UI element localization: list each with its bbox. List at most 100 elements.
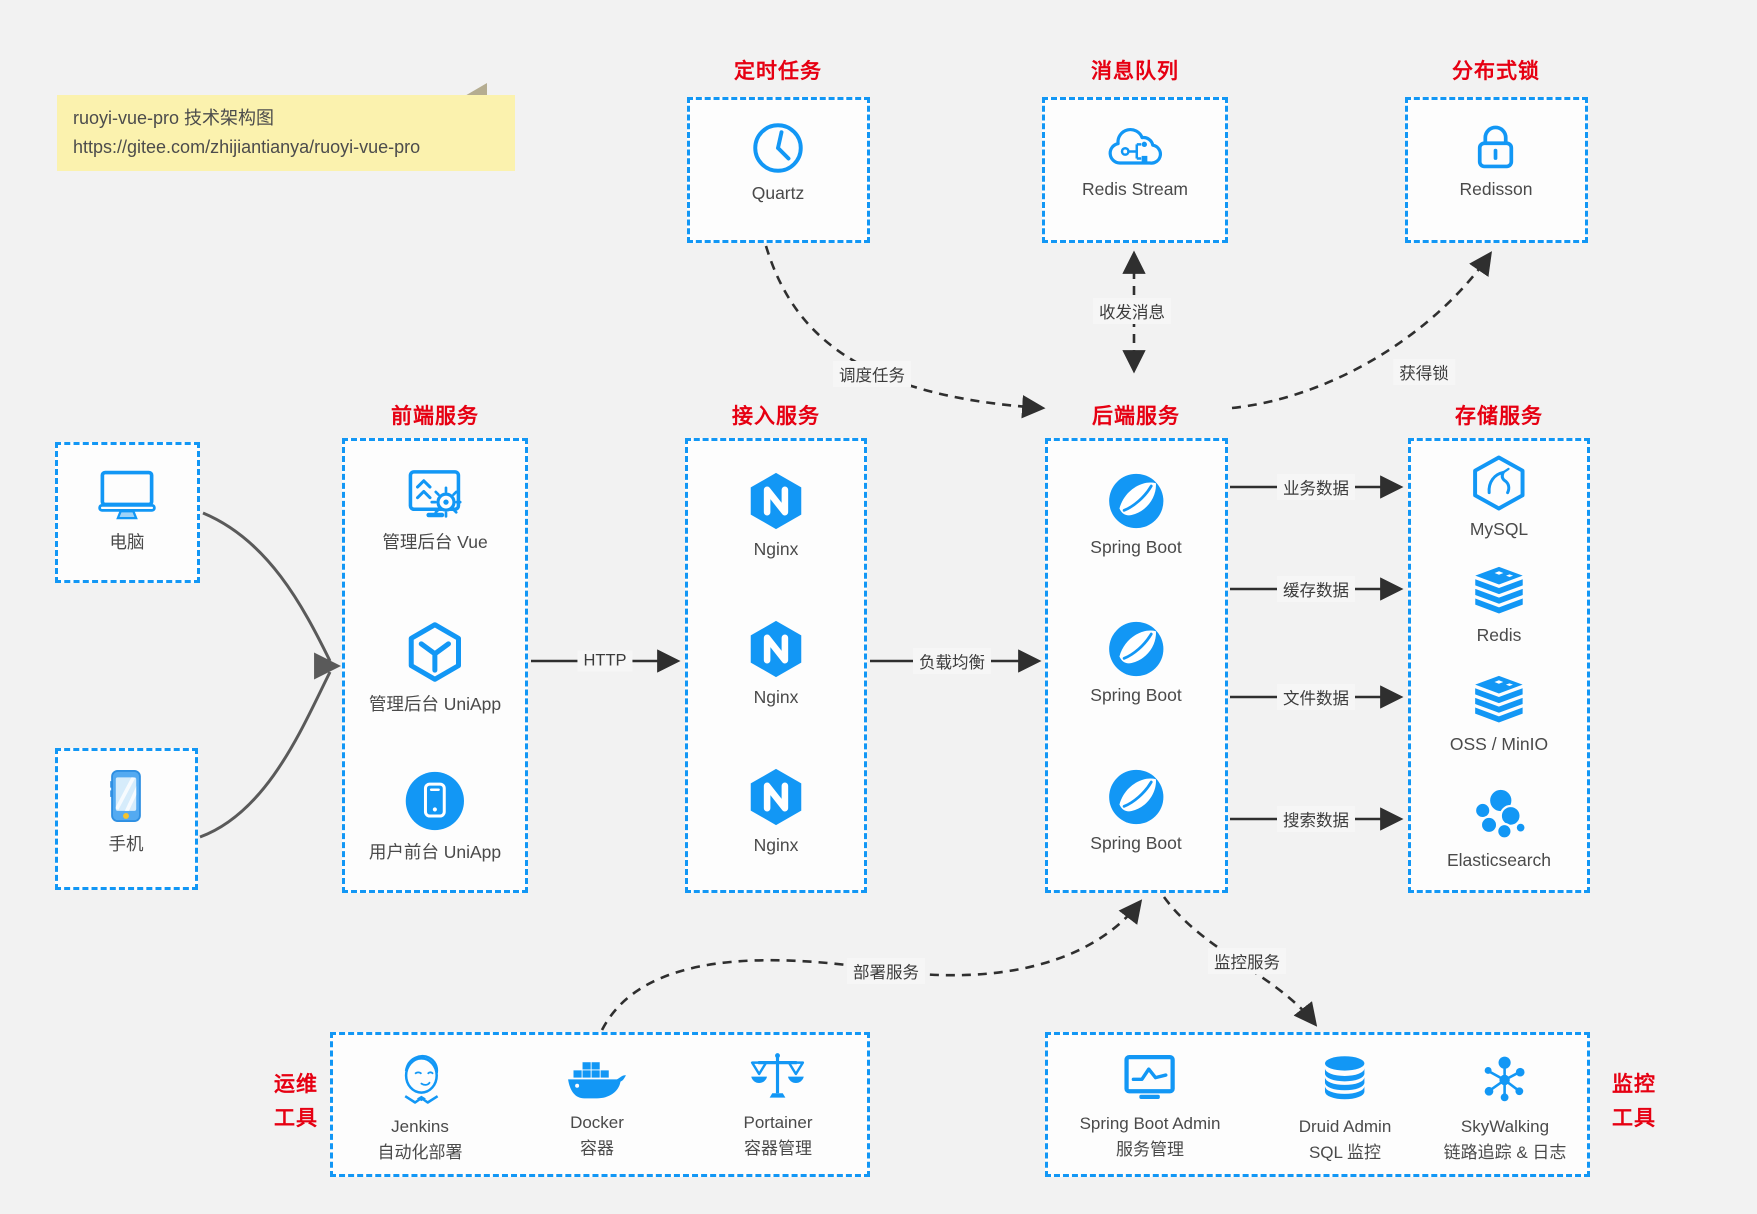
node-springboot-3: Spring Boot <box>1090 768 1182 854</box>
docker-label: Docker 容器 <box>570 1113 624 1158</box>
node-admin-vue: 管理后台 Vue <box>382 468 488 554</box>
oss-stack-icon <box>1475 675 1523 723</box>
nginx-icon <box>750 768 802 826</box>
node-docker: Docker 容器 <box>566 1055 628 1161</box>
node-user-uniapp: 用户前台 UniApp <box>369 770 501 864</box>
edge-monitor-label: 监控服务 <box>1208 948 1286 974</box>
edge-search-label: 搜索数据 <box>1277 806 1355 832</box>
redis-stack-icon <box>1475 566 1523 614</box>
title-message-queue: 消息队列 <box>1091 60 1179 83</box>
nginx-2-label: Nginx <box>753 687 799 707</box>
redis-label: Redis <box>1476 625 1522 645</box>
node-spring-boot-admin: Spring Boot Admin 服务管理 <box>1079 1052 1221 1162</box>
docker-icon <box>568 1062 626 1099</box>
spring-boot-icon <box>1108 769 1164 825</box>
box-storage <box>1408 438 1590 893</box>
lock-icon <box>1478 125 1514 169</box>
edge-deploy-label: 部署服务 <box>847 958 925 984</box>
spring-boot-icon <box>1108 473 1164 529</box>
node-quartz: Quartz <box>750 120 806 204</box>
redisson-label: Redisson <box>1459 179 1533 199</box>
node-mysql: MySQL <box>1470 454 1528 540</box>
spring-boot-icon <box>1108 621 1164 677</box>
node-springboot-2: Spring Boot <box>1090 620 1182 706</box>
title-storage: 存储服务 <box>1455 405 1543 428</box>
box-redis-stream <box>1042 97 1228 243</box>
jenkins-icon <box>404 1054 438 1104</box>
edge-http-label: HTTP <box>577 650 633 672</box>
edge-file-label: 文件数据 <box>1277 684 1355 710</box>
node-nginx-3: Nginx <box>747 766 805 856</box>
node-mobile: 手机 <box>100 768 152 856</box>
smartphone-icon <box>110 770 141 822</box>
mysql-label: MySQL <box>1469 519 1529 539</box>
sticky-note: ruoyi-vue-pro 技术架构图 https://gitee.com/zh… <box>57 95 515 172</box>
druid-admin-label: Druid Admin SQL 监控 <box>1298 1117 1392 1162</box>
node-jenkins: Jenkins 自动化部署 <box>378 1051 463 1165</box>
edge-business-label: 业务数据 <box>1277 474 1355 500</box>
edge-message-label: 收发消息 <box>1093 298 1171 324</box>
admin-vue-label: 管理后台 Vue <box>382 532 488 552</box>
edge-pc-to-frontend <box>202 511 332 662</box>
edge-schedule-label: 调度任务 <box>833 361 911 387</box>
box-redisson <box>1405 97 1588 243</box>
user-uniapp-label: 用户前台 UniApp <box>368 842 502 862</box>
nginx-icon <box>750 472 802 530</box>
oss-minio-label: OSS / MinIO <box>1449 734 1549 754</box>
mysql-icon <box>1473 455 1525 511</box>
nginx-3-label: Nginx <box>753 835 799 855</box>
title-backend: 后端服务 <box>1092 405 1180 428</box>
springboot-3-label: Spring Boot <box>1090 833 1182 853</box>
portainer-scales-icon <box>751 1053 805 1098</box>
node-nginx-2: Nginx <box>747 618 805 708</box>
node-nginx-1: Nginx <box>747 470 805 560</box>
elasticsearch-label: Elasticsearch <box>1446 850 1552 870</box>
skywalking-label: SkyWalking 链路追踪 & 日志 <box>1443 1117 1567 1162</box>
edge-schedule-curve <box>764 245 1046 419</box>
node-redis: Redis <box>1470 565 1528 646</box>
edge-lock-label: 获得锁 <box>1393 359 1455 385</box>
redis-stream-label: Redis Stream <box>1081 179 1189 199</box>
title-ops-tools: 运维 工具 <box>274 1073 318 1131</box>
springboot-1-label: Spring Boot <box>1090 537 1182 557</box>
node-admin-uniapp: 管理后台 UniApp <box>369 620 501 716</box>
portainer-label: Portainer 容器管理 <box>743 1113 813 1158</box>
edge-lb-label: 负载均衡 <box>913 648 991 674</box>
node-oss-minio: OSS / MinIO <box>1450 674 1548 755</box>
admin-uniapp-label: 管理后台 UniApp <box>368 694 502 714</box>
desktop-icon <box>98 470 156 520</box>
node-pc: 电脑 <box>96 465 158 554</box>
node-druid-admin: Druid Admin SQL 监控 <box>1298 1054 1392 1165</box>
cloud-message-icon <box>1108 128 1162 165</box>
note-title: ruoyi-vue-pro 技术架构图 <box>73 108 275 128</box>
nginx-icon <box>750 620 802 678</box>
jenkins-label: Jenkins 自动化部署 <box>377 1117 463 1162</box>
edge-mobile-to-frontend <box>199 671 332 839</box>
title-scheduled-tasks: 定时任务 <box>734 60 822 83</box>
clock-icon <box>753 123 803 173</box>
elasticsearch-icon <box>1473 787 1527 840</box>
user-app-circle-icon <box>405 771 465 831</box>
node-skywalking: SkyWalking 链路追踪 & 日志 <box>1443 1054 1567 1165</box>
edge-lock-curve <box>1231 251 1492 410</box>
skywalking-icon <box>1485 1056 1525 1102</box>
nginx-1-label: Nginx <box>753 539 799 559</box>
node-elasticsearch: Elasticsearch <box>1447 787 1551 871</box>
uniapp-hexagon-icon <box>408 622 462 682</box>
title-monitoring-tools: 监控 工具 <box>1612 1073 1656 1131</box>
node-redis-stream: Redis Stream <box>1082 122 1188 200</box>
edge-cache-label: 缓存数据 <box>1277 576 1355 602</box>
node-portainer: Portainer 容器管理 <box>743 1051 813 1161</box>
springboot-2-label: Spring Boot <box>1090 685 1182 705</box>
admin-vue-icon <box>408 470 462 518</box>
title-distributed-lock: 分布式锁 <box>1452 60 1540 83</box>
note-url: https://gitee.com/zhijiantianya/ruoyi-vu… <box>73 137 421 158</box>
pc-label: 电脑 <box>109 532 145 552</box>
node-springboot-1: Spring Boot <box>1090 472 1182 558</box>
quartz-label: Quartz <box>751 183 805 203</box>
title-frontend: 前端服务 <box>391 405 479 428</box>
mobile-label: 手机 <box>108 834 144 854</box>
spring-boot-admin-label: Spring Boot Admin 服务管理 <box>1079 1114 1221 1159</box>
title-gateway: 接入服务 <box>732 405 820 428</box>
